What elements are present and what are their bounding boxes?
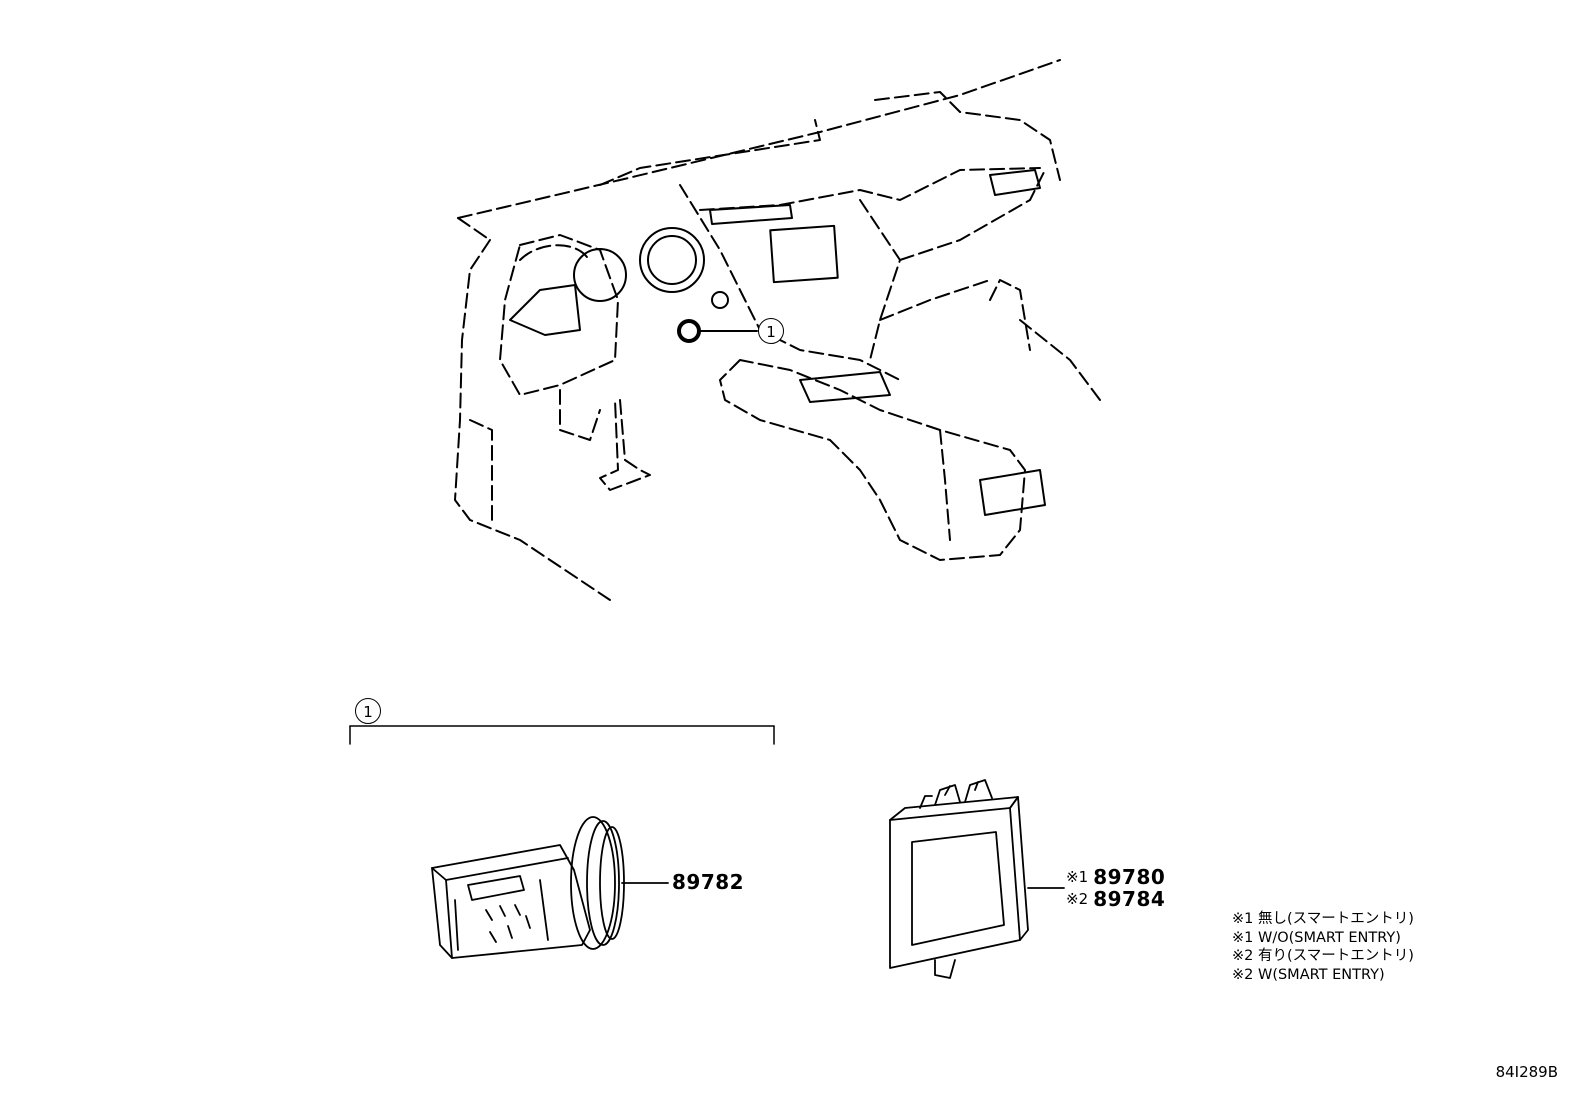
switch-location-marker (677, 319, 758, 343)
footnote-legend: ※1 無し(スマートエントリ) ※1 W/O(SMART ENTRY) ※2 有… (1232, 910, 1414, 984)
legend-line-1: ※1 無し(スマートエントリ) (1232, 911, 1414, 927)
receiver-note-mark-2: ※2 (1066, 890, 1089, 908)
callout-item-1-bracket: 1 (355, 698, 381, 724)
part-number-receiver-2: 89784 (1093, 887, 1166, 911)
legend-line-2: ※1 W/O(SMART ENTRY) (1232, 929, 1401, 946)
callout-item-1-top: 1 (758, 318, 784, 344)
engine-switch-part (431, 816, 669, 959)
legend-line-4: ※2 W(SMART ENTRY) (1232, 966, 1385, 983)
item-1-bracket (349, 725, 775, 745)
legend-line-3: ※2 有り(スマートエントリ) (1232, 948, 1414, 964)
receiver-note-mark-1: ※1 (1066, 868, 1089, 886)
part-number-receiver-1: 89780 (1093, 865, 1166, 889)
vehicle-interior-details (509, 169, 1046, 516)
receiver-ecu-part (889, 779, 1065, 979)
part-number-switch[interactable]: 89782 (672, 870, 745, 894)
receiver-line-1[interactable]: ※1 89780 (1066, 867, 1165, 888)
diagram-code: 84I289B (1495, 1063, 1558, 1081)
receiver-line-2[interactable]: ※2 89784 (1066, 889, 1165, 910)
vehicle-interior-illustration (454, 59, 1101, 601)
